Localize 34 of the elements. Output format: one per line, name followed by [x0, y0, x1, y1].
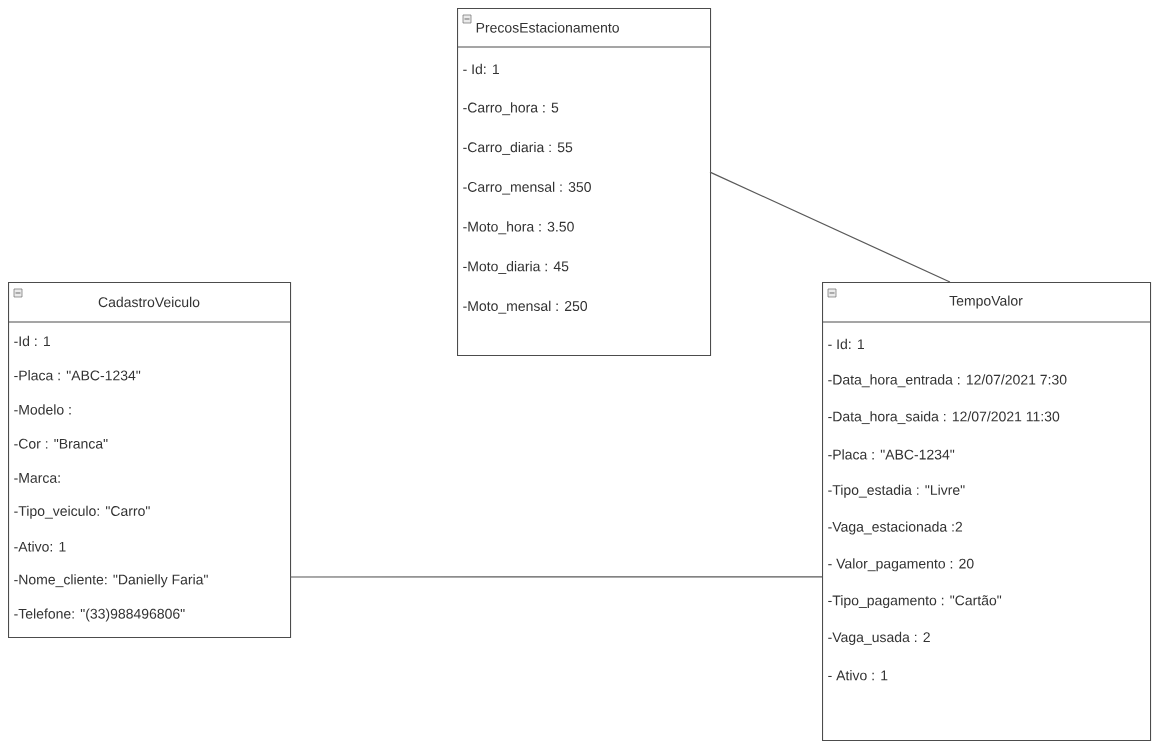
- attribute-text: -Carro_diaria : 55: [463, 141, 573, 155]
- attribute-text: -Tipo_estadia : "Livre": [828, 484, 965, 498]
- class-box: [456, 8, 712, 357]
- attribute-text: -Placa : "ABC-1234": [828, 449, 955, 460]
- attribute-text: -Telefone: "(33)988496806": [14, 608, 185, 622]
- attribute-text: - Id: 1: [828, 338, 864, 350]
- attribute-text: -Moto_hora : 3.50: [463, 221, 574, 235]
- class-name: CadastroVeiculo: [98, 296, 200, 308]
- class-name: TempoValor: [949, 295, 1023, 309]
- attribute-text: -Vaga_estacionada :2: [828, 521, 963, 535]
- attribute-text: -Moto_diaria : 45: [463, 261, 569, 274]
- attribute-text: -Carro_hora : 5: [463, 102, 559, 116]
- attribute-text: -Placa : "ABC-1234": [14, 370, 141, 381]
- class-box: [7, 282, 292, 639]
- attribute-text: -Marca:: [14, 473, 60, 483]
- attribute-text: -Nome_cliente: "Danielly Faria": [14, 574, 208, 588]
- attribute-text: - Valor_pagamento : 20: [828, 558, 974, 572]
- attribute-text: -Cor : "Branca": [14, 438, 108, 449]
- connector-line: [709, 171, 951, 283]
- class-box: [821, 282, 1152, 742]
- attribute-text: -Ativo: 1: [14, 541, 66, 552]
- attribute-text: -Carro_mensal : 350: [463, 181, 591, 195]
- attribute-text: -Vaga_usada : 2: [828, 631, 930, 645]
- attribute-text: - Id: 1: [463, 63, 499, 75]
- attribute-text: -Data_hora_saida : 12/07/2021 11:30: [828, 411, 1060, 425]
- attribute-text: -Tipo_veiculo: "Carro": [14, 505, 150, 519]
- class-name: PrecosEstacionamento: [476, 22, 619, 33]
- attribute-text: -Data_hora_entrada : 12/07/2021 7:30: [828, 374, 1067, 388]
- attribute-text: -Tipo_pagamento : "Cartão": [828, 595, 1002, 609]
- attribute-text: -Modelo :: [14, 404, 71, 415]
- attribute-text: -Id : 1: [14, 335, 50, 347]
- attribute-text: -Moto_mensal : 250: [463, 300, 588, 314]
- attribute-text: - Ativo : 1: [828, 670, 888, 681]
- connector-line: [289, 576, 823, 578]
